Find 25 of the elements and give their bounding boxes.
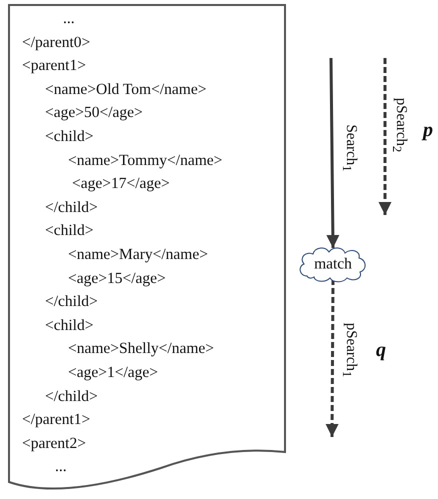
node-label: match [314, 256, 352, 272]
code-line: <age>17</age> [72, 176, 170, 192]
arrow [326, 279, 339, 437]
query-label: q [376, 340, 386, 360]
code-line: <parent2> [22, 436, 86, 452]
code-line: ... [55, 459, 67, 475]
code-line: <age>1</age> [68, 365, 158, 380]
code-line: <name>Shelly</name> [68, 341, 214, 357]
code-line: <name>Mary</name> [68, 247, 208, 262]
arrow [326, 58, 340, 248]
code-line: <child> [45, 318, 94, 334]
query-label: p [423, 120, 433, 140]
code-line: <child> [45, 129, 94, 144]
code-line: </child> [45, 388, 98, 404]
code-line: <name>Tommy</name> [68, 152, 222, 168]
code-line: </parent1> [22, 412, 90, 428]
code-line: </child> [45, 294, 98, 310]
code-line: <parent1> [22, 58, 86, 74]
code-line: <age>15</age> [68, 270, 166, 286]
code-line: </parent0> [22, 34, 90, 50]
code-line: <age>50</age> [45, 105, 143, 121]
code-line: <child> [45, 223, 94, 239]
code-line: </child> [45, 200, 98, 216]
code-line: ... [63, 11, 75, 26]
code-line: <name>Old Tom</name> [45, 82, 206, 98]
